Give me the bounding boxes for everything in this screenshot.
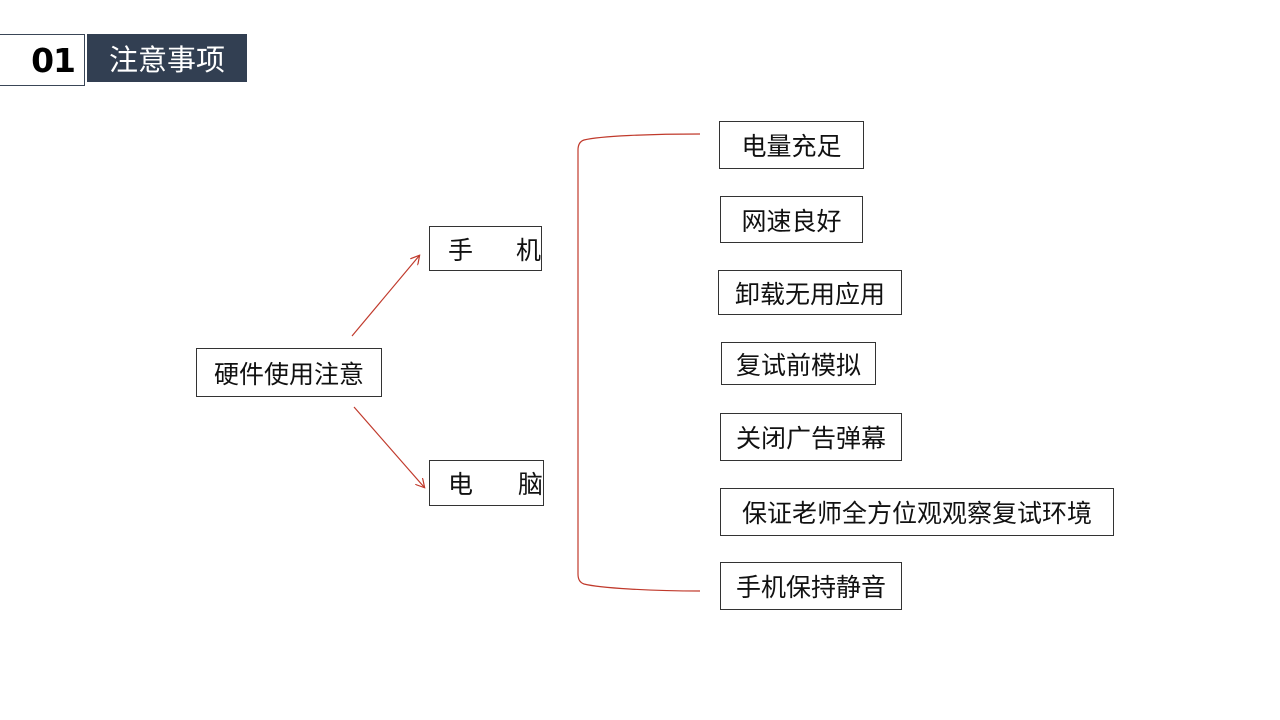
bracket bbox=[577, 133, 701, 592]
item-environment-view: 保证老师全方位观观察复试环境 bbox=[720, 488, 1114, 536]
device-phone-char1: 手 bbox=[448, 235, 474, 265]
item-network: 网速良好 bbox=[720, 196, 863, 243]
arrow-to-pc bbox=[353, 406, 424, 487]
item-battery: 电量充足 bbox=[719, 121, 864, 169]
device-node-phone: 手机 bbox=[429, 226, 542, 271]
device-phone-char2: 机 bbox=[515, 235, 541, 265]
device-node-pc: 电脑 bbox=[429, 460, 544, 506]
item-uninstall-apps: 卸载无用应用 bbox=[718, 270, 902, 315]
root-node: 硬件使用注意 bbox=[196, 348, 382, 397]
section-number: 01 bbox=[0, 34, 85, 86]
item-mock-test: 复试前模拟 bbox=[721, 342, 876, 385]
item-phone-silent: 手机保持静音 bbox=[720, 562, 902, 610]
item-close-popups: 关闭广告弹幕 bbox=[720, 413, 902, 461]
device-pc-char1: 电 bbox=[448, 470, 474, 499]
section-title: 注意事项 bbox=[87, 34, 247, 82]
device-pc-char2: 脑 bbox=[517, 470, 543, 499]
arrow-to-phone bbox=[351, 256, 419, 337]
